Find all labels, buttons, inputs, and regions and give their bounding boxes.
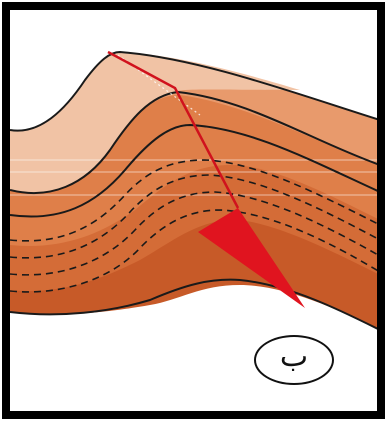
panel-label: ب bbox=[280, 342, 308, 372]
panel-label-badge: ب bbox=[254, 335, 334, 385]
